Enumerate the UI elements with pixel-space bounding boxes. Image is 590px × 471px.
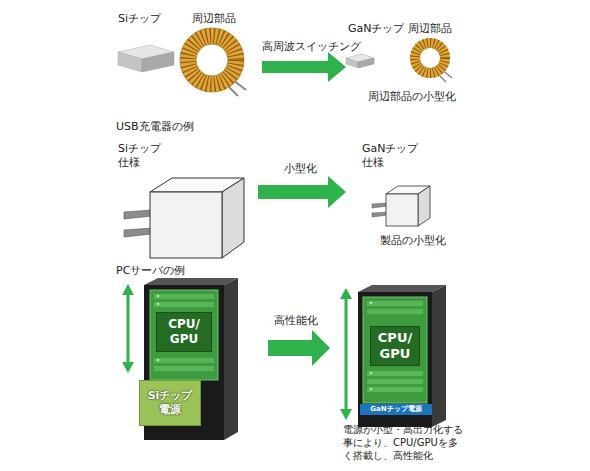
section-heading: USB充電器の例 xyxy=(116,120,194,134)
height-arrow-part xyxy=(340,288,352,299)
usb-charger-part xyxy=(124,228,152,237)
toroid-coil-part xyxy=(196,44,228,76)
cpu-gpu-panel: CPU/ GPU xyxy=(156,312,212,352)
usb-charger-part xyxy=(222,178,244,258)
usb-charger-part xyxy=(124,210,152,219)
server-tower-part xyxy=(363,297,427,403)
toroid-coil-part xyxy=(188,36,236,84)
server-tower-part xyxy=(150,290,218,380)
gan-chip xyxy=(346,54,374,68)
power-supply-band: GaNチップ電源 xyxy=(360,404,432,415)
green-arrow-part xyxy=(268,330,330,366)
part-label: 周辺部品 xyxy=(192,12,236,26)
si-chip xyxy=(118,45,174,72)
server-tower-part xyxy=(370,372,372,374)
server-tower-part xyxy=(432,285,446,427)
server-tower-part xyxy=(157,295,159,297)
server-tower-part xyxy=(358,285,446,292)
cpu-gpu-panel: CPU/ GPU xyxy=(370,326,420,366)
toroid-coil-small-part xyxy=(415,43,445,73)
height-arrow-part xyxy=(340,409,352,420)
usb-charger-small-part xyxy=(418,186,430,226)
server-tower-part xyxy=(358,292,432,427)
gan-chip-part xyxy=(358,58,374,68)
height-arrow-part xyxy=(345,296,348,412)
height-arrow-part xyxy=(122,284,134,295)
server-tower-part xyxy=(367,379,423,384)
arrow-label: 高性能化 xyxy=(274,314,318,328)
server-tower-part xyxy=(367,371,423,376)
toroid-coil-part xyxy=(188,36,236,84)
height-arrow xyxy=(122,284,134,373)
node-text: CPU/ GPU xyxy=(157,317,211,347)
green-arrow xyxy=(258,176,346,208)
usb-charger-part xyxy=(150,192,222,258)
height-arrow-part xyxy=(122,362,134,373)
usb-charger xyxy=(124,178,244,258)
height-arrow xyxy=(340,288,352,420)
server-tower-part xyxy=(367,309,423,314)
server-tower-part xyxy=(154,366,214,371)
toroid-coil-part xyxy=(180,28,244,92)
server-tower-part xyxy=(370,302,372,304)
toroid-coil-small xyxy=(415,43,452,82)
green-arrow xyxy=(262,52,346,82)
server-tower-part xyxy=(154,294,214,299)
si-chip-part xyxy=(142,52,174,72)
server-tower-part xyxy=(367,387,423,392)
toroid-coil-small-part xyxy=(415,43,445,73)
section-heading: PCサーバの例 xyxy=(116,264,185,278)
spec-label: GaNチップ 仕様 xyxy=(362,142,424,170)
gan-chip-part xyxy=(346,58,358,68)
green-arrow-part xyxy=(262,52,346,82)
node-text: Siチップ 電源 xyxy=(140,389,200,417)
caption-note: 電源が小型・高出力化する事により、CPU/GPUを多く搭載し、高性能化 xyxy=(343,423,463,462)
arrow-label: 高周波スイッチング xyxy=(262,40,361,54)
spec-label: Siチップ 仕様 xyxy=(118,142,170,170)
note-label: 製品の小型化 xyxy=(380,234,446,248)
part-label: 周辺部品 xyxy=(408,22,452,36)
server-tower-part xyxy=(154,302,214,307)
server-tower-part xyxy=(367,301,423,306)
green-arrow-part xyxy=(258,176,346,208)
server-tower-part xyxy=(154,358,214,363)
arrow-label: 小型化 xyxy=(284,162,317,176)
height-arrow-part xyxy=(127,292,130,365)
green-arrow xyxy=(268,330,330,366)
si-chip-part xyxy=(118,52,142,72)
toroid-coil xyxy=(180,28,246,96)
node-text: CPU/ GPU xyxy=(371,330,419,362)
note-label: 周辺部品の小型化 xyxy=(368,90,456,104)
server-tower-part xyxy=(157,303,159,305)
server-tower-part xyxy=(144,278,238,285)
usb-charger-small xyxy=(372,186,430,226)
usb-charger-small-part xyxy=(386,194,418,226)
part-label: GaNチップ xyxy=(348,22,405,36)
server-tower xyxy=(358,285,446,427)
part-label: Siチップ xyxy=(118,12,161,26)
node-text: GaNチップ電源 xyxy=(370,404,421,415)
server-tower-part xyxy=(370,388,372,390)
server-tower-part xyxy=(224,278,238,440)
server-tower-part xyxy=(157,359,159,361)
power-supply-box: Siチップ 電源 xyxy=(139,380,201,426)
